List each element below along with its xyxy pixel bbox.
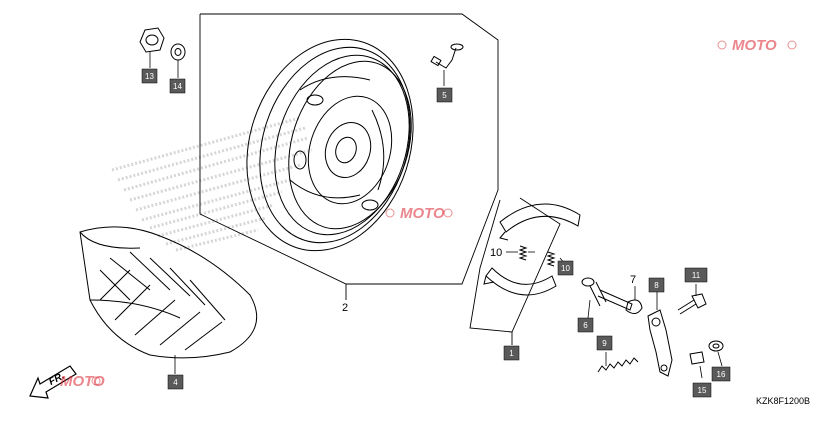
callout-1[interactable]: 1 — [503, 345, 520, 361]
brake-springs — [518, 245, 556, 267]
callout-9[interactable]: 9 — [596, 335, 613, 351]
callout-11[interactable]: 11 — [684, 267, 708, 283]
callout-14[interactable]: 14 — [169, 78, 186, 94]
svg-text:15: 15 — [698, 386, 707, 395]
brake-cam — [581, 277, 633, 311]
svg-text:1: 1 — [509, 349, 514, 358]
svg-text:2: 2 — [342, 302, 348, 314]
brake-shoes — [483, 203, 581, 296]
valve-stem — [430, 43, 464, 69]
watermark-center: MOTO — [385, 205, 453, 222]
watermark-text: MOTO — [60, 373, 105, 390]
watermark-text: MOTO — [732, 37, 777, 54]
callout-5[interactable]: 5 — [436, 87, 453, 103]
brake-arm — [647, 309, 673, 377]
callout-16[interactable]: 16 — [711, 366, 731, 382]
svg-text:7: 7 — [630, 274, 636, 286]
front-arrow-icon — [29, 365, 77, 399]
nut-and-washer — [139, 27, 186, 61]
watermark-text: MOTO — [400, 205, 445, 222]
background-logo — [111, 116, 313, 252]
callout-7[interactable]: 7 — [630, 274, 636, 286]
svg-text:16: 16 — [717, 370, 726, 379]
return-spring — [597, 357, 639, 373]
svg-text:4: 4 — [173, 378, 178, 387]
callout-4[interactable]: 4 — [167, 374, 184, 390]
svg-text:5: 5 — [442, 91, 447, 100]
svg-text:10: 10 — [490, 247, 502, 259]
leader-lines — [149, 52, 723, 379]
svg-text:11: 11 — [692, 271, 701, 280]
callout-6[interactable]: 6 — [577, 317, 594, 333]
svg-text:14: 14 — [173, 82, 182, 91]
wheel-assembly-outline — [199, 13, 561, 345]
watermark-top-right: MOTO — [717, 37, 797, 54]
svg-text:10: 10 — [561, 264, 570, 273]
callout-8[interactable]: 8 — [648, 277, 665, 293]
wear-indicator — [625, 299, 643, 314]
svg-text:8: 8 — [654, 281, 659, 290]
joint-pins — [689, 340, 724, 365]
wheel-rim — [246, 38, 414, 252]
callout-13[interactable]: 13 — [141, 68, 158, 84]
callout-10-plain[interactable]: 10 — [490, 247, 518, 259]
callout-10-boxed[interactable]: 10 — [557, 260, 574, 276]
drawing-code: KZK8F1200B — [756, 396, 810, 406]
callout-15[interactable]: 15 — [692, 382, 712, 398]
svg-text:13: 13 — [145, 72, 154, 81]
callout-2[interactable]: 2 — [342, 302, 348, 314]
bolt — [677, 293, 707, 315]
tire — [79, 226, 258, 359]
svg-text:6: 6 — [583, 321, 588, 330]
svg-text:9: 9 — [602, 339, 607, 348]
watermark-bottom-left: MOTO — [60, 373, 105, 390]
